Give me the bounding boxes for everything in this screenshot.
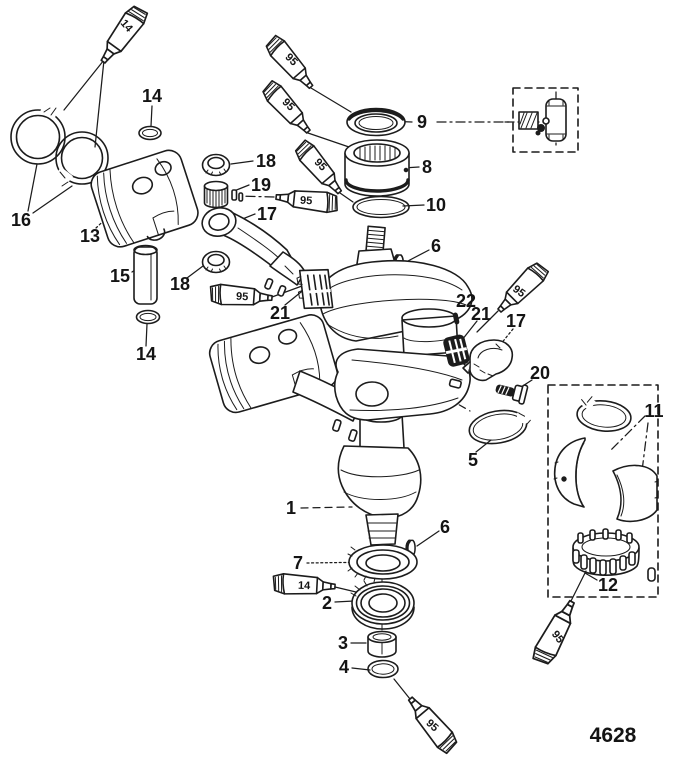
callout-17-a: 17 — [257, 204, 277, 224]
part-17-rod-cap — [462, 339, 514, 382]
callout-1: 1 — [286, 498, 296, 518]
callout-10: 10 — [426, 195, 446, 215]
part-11-ring — [576, 392, 632, 432]
part-12-loose-roller — [647, 567, 656, 582]
callout-labels: 14 16 13 15 14 18 19 17 18 9 8 10 6 21 2… — [11, 86, 664, 677]
callout-9: 9 — [417, 112, 427, 132]
callout-5: 5 — [468, 450, 478, 470]
tube-label: 95 — [236, 291, 249, 304]
detail-box-bearing — [547, 384, 659, 598]
part-crank-piston-assembly — [208, 314, 471, 442]
part-8-needle-bearing — [344, 139, 410, 197]
part-14-retaining-ring-bottom — [135, 309, 161, 325]
part-2-ball-bearing — [350, 580, 415, 630]
part-12-roller-cage — [572, 528, 656, 582]
drawing-number: 4628 — [590, 724, 637, 747]
part-21-cage-left — [296, 268, 334, 310]
callout-18-b: 18 — [170, 274, 190, 294]
tube-label: 95 — [549, 629, 566, 646]
callout-22: 22 — [456, 291, 476, 311]
part-3-spacer — [367, 630, 397, 658]
part-18-washer-lower — [201, 250, 231, 274]
part-10-o-ring — [352, 195, 410, 219]
callout-14-b: 14 — [136, 344, 156, 364]
part-20-screw — [495, 384, 529, 405]
part-14-retaining-ring-top — [138, 125, 162, 141]
callout-19: 19 — [251, 175, 271, 195]
part-13-piston — [90, 149, 199, 248]
part-11-shell-left — [553, 437, 586, 508]
part-4-o-ring — [367, 659, 399, 679]
part-19-needle-cage — [203, 180, 244, 209]
callout-21-b: 21 — [471, 304, 491, 324]
part-5-retaining-ring — [468, 409, 534, 445]
part-22-pin — [452, 312, 460, 325]
part-1-crankshaft — [318, 225, 473, 631]
detail-box-seal — [504, 87, 579, 153]
part-7-seal-carrier — [347, 544, 418, 583]
callout-13: 13 — [80, 226, 100, 246]
callout-6-a: 6 — [431, 236, 441, 256]
callout-7: 7 — [293, 553, 303, 573]
callout-3: 3 — [338, 633, 348, 653]
part-18-washer-upper — [201, 153, 231, 177]
callout-14-a: 14 — [142, 86, 162, 106]
callout-12: 12 — [598, 575, 618, 595]
callout-11: 11 — [644, 401, 663, 421]
part-9-seal — [346, 107, 406, 137]
part-11-shell-right — [612, 464, 659, 523]
lubricant-tubes: 14 95 95 95 95 95 95 14 95 95 — [93, 1, 583, 757]
part-21-cage-right — [443, 334, 470, 367]
callout-17-b: 17 — [506, 311, 526, 331]
callout-21-a: 21 — [270, 303, 290, 323]
part-15-piston-pin — [133, 244, 158, 305]
tube-14-top-left — [93, 1, 151, 69]
tube-label: 14 — [298, 580, 312, 592]
tube-label: 95 — [510, 283, 527, 300]
tube-label: 95 — [300, 195, 313, 208]
callout-20: 20 — [530, 363, 550, 383]
callout-15: 15 — [110, 266, 130, 286]
callout-4: 4 — [339, 657, 349, 677]
callout-6-b: 6 — [440, 517, 450, 537]
callout-18-a: 18 — [256, 151, 276, 171]
callout-2: 2 — [322, 593, 332, 613]
callout-8: 8 — [422, 157, 432, 177]
part-17-connecting-rod — [201, 207, 306, 297]
callout-16: 16 — [11, 210, 31, 230]
part-16-piston-rings — [10, 101, 109, 187]
